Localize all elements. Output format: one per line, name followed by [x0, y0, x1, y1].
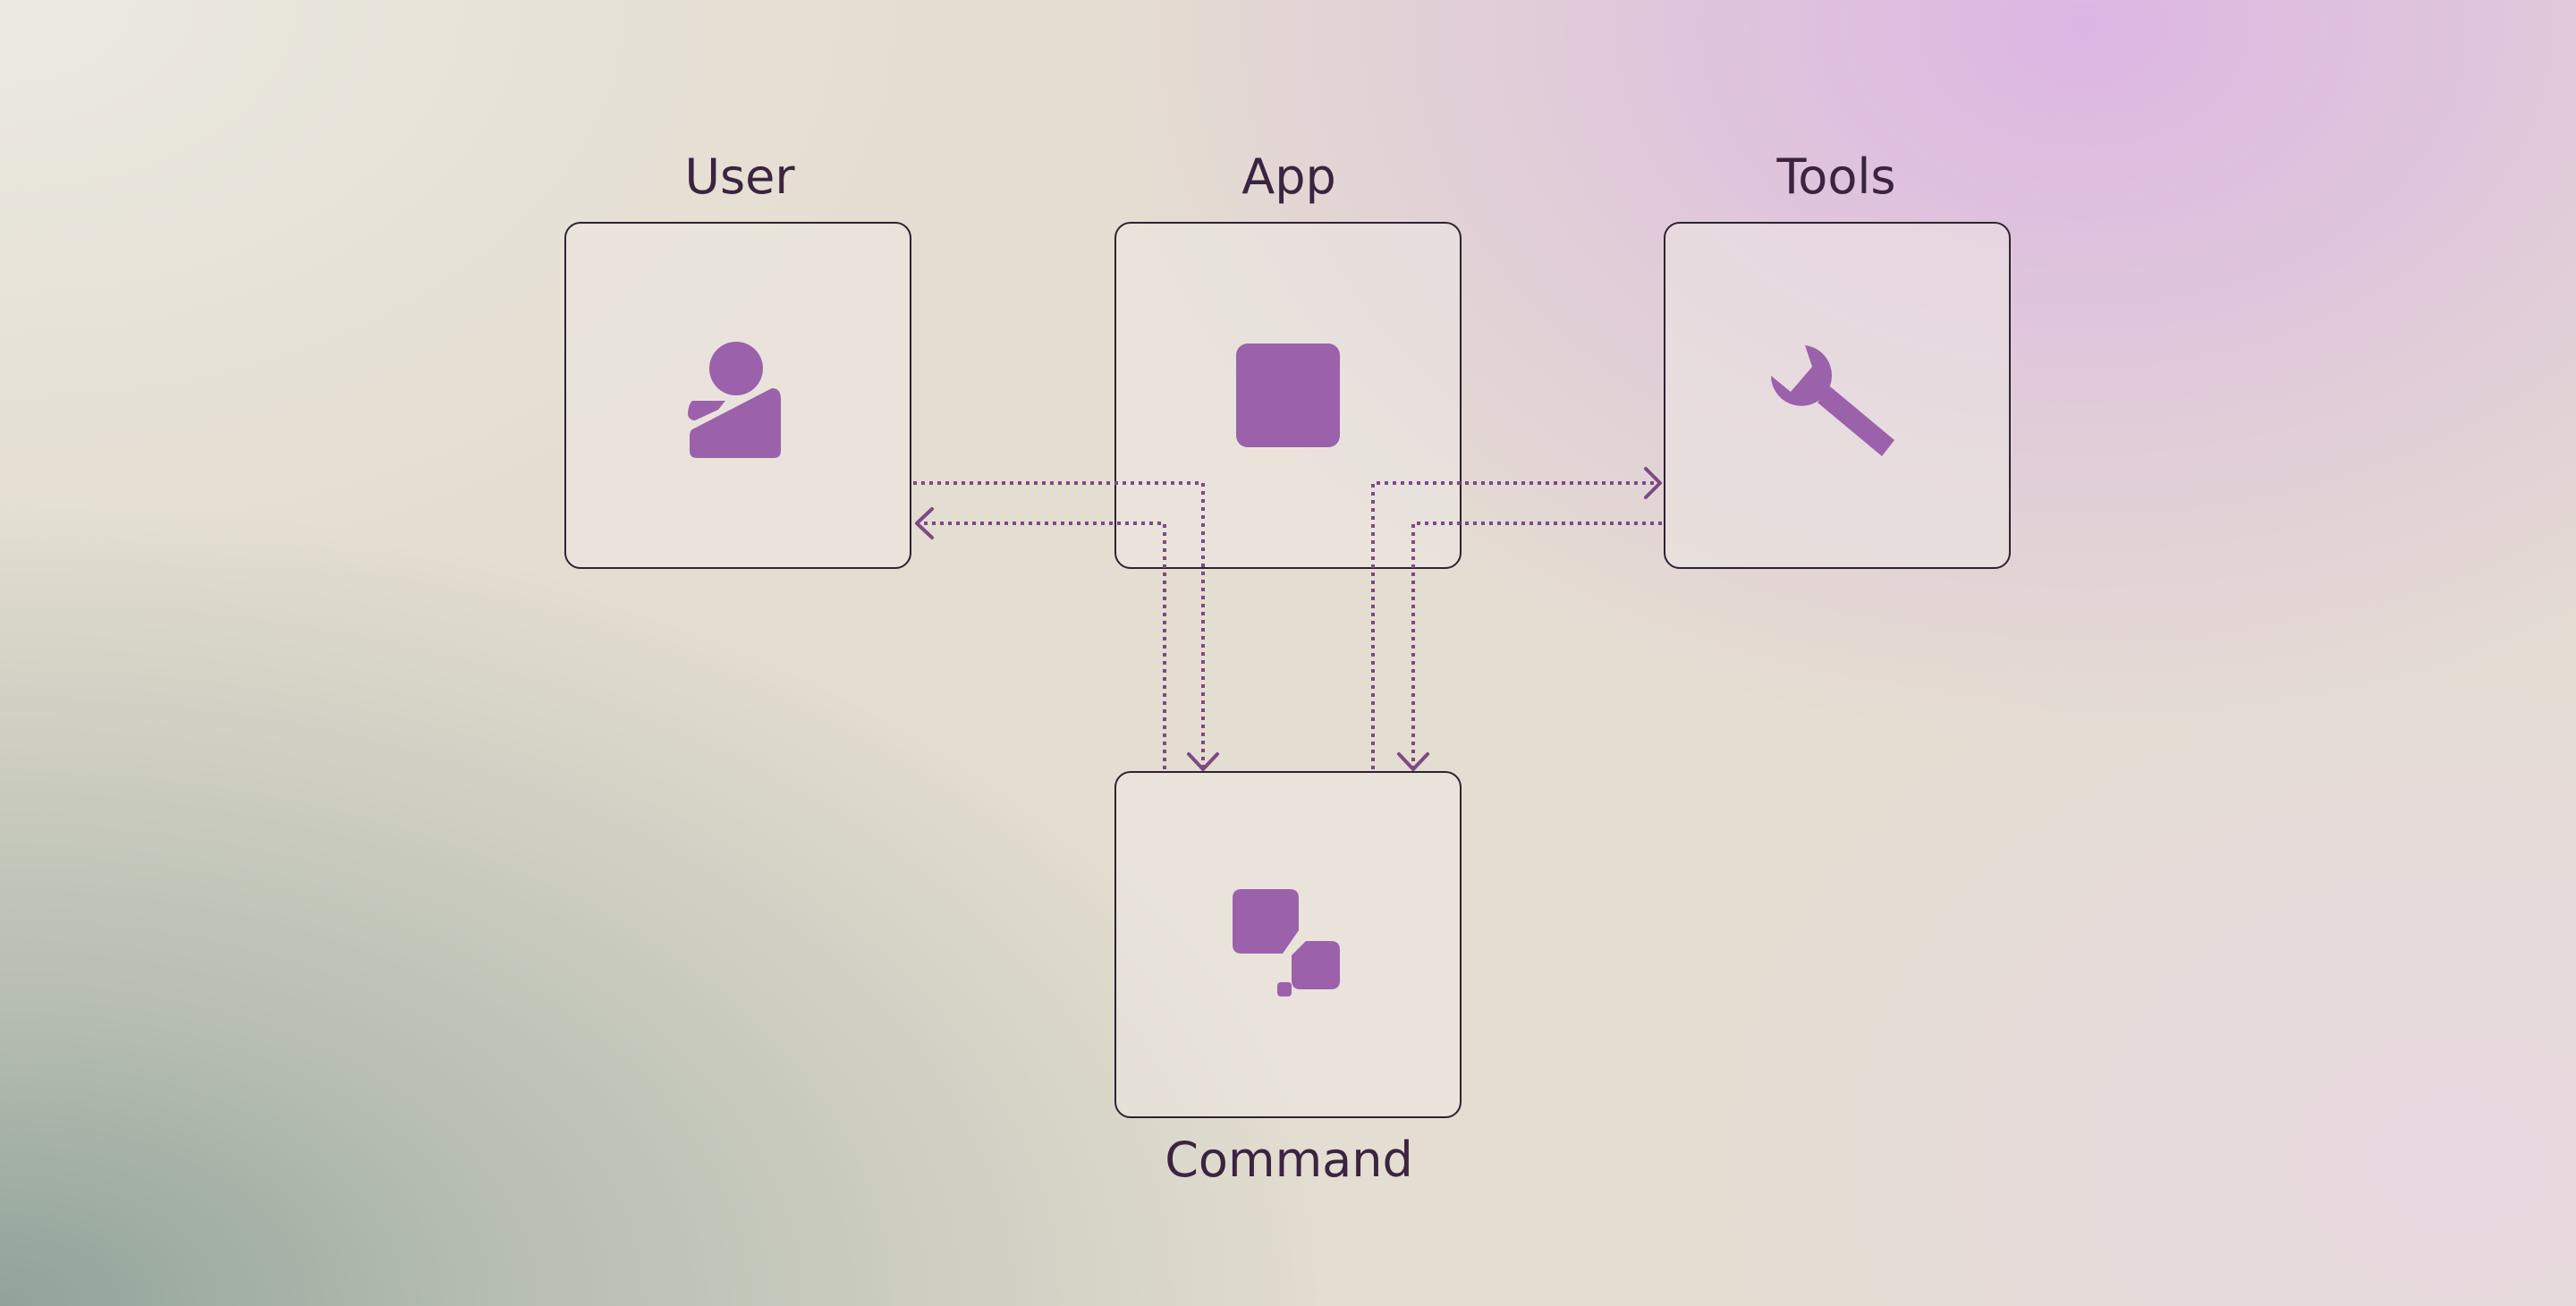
- shapes-icon: [1233, 889, 1340, 996]
- edge-user-to-command: [913, 481, 1205, 769]
- tools-label: Tools: [1776, 148, 1896, 205]
- user-node[interactable]: [564, 222, 911, 569]
- arrowhead-down-command-left: [1187, 752, 1219, 771]
- tools-node[interactable]: [1664, 222, 2011, 569]
- square-icon: [1236, 343, 1340, 447]
- command-node[interactable]: [1114, 771, 1462, 1118]
- arrowhead-left-user: [915, 507, 934, 539]
- arrowhead-right-tools: [1644, 467, 1662, 499]
- edge-command-to-user: [917, 522, 1166, 769]
- person-icon: [688, 342, 781, 458]
- command-label: Command: [1165, 1132, 1413, 1188]
- user-label: User: [684, 148, 795, 205]
- edge-command-to-tools: [1371, 481, 1660, 769]
- app-label: App: [1241, 148, 1336, 205]
- edge-tools-to-command: [1411, 522, 1662, 769]
- arrowhead-down-command-right: [1397, 752, 1429, 771]
- wrench-icon: [1771, 345, 1894, 456]
- app-node[interactable]: [1114, 222, 1462, 569]
